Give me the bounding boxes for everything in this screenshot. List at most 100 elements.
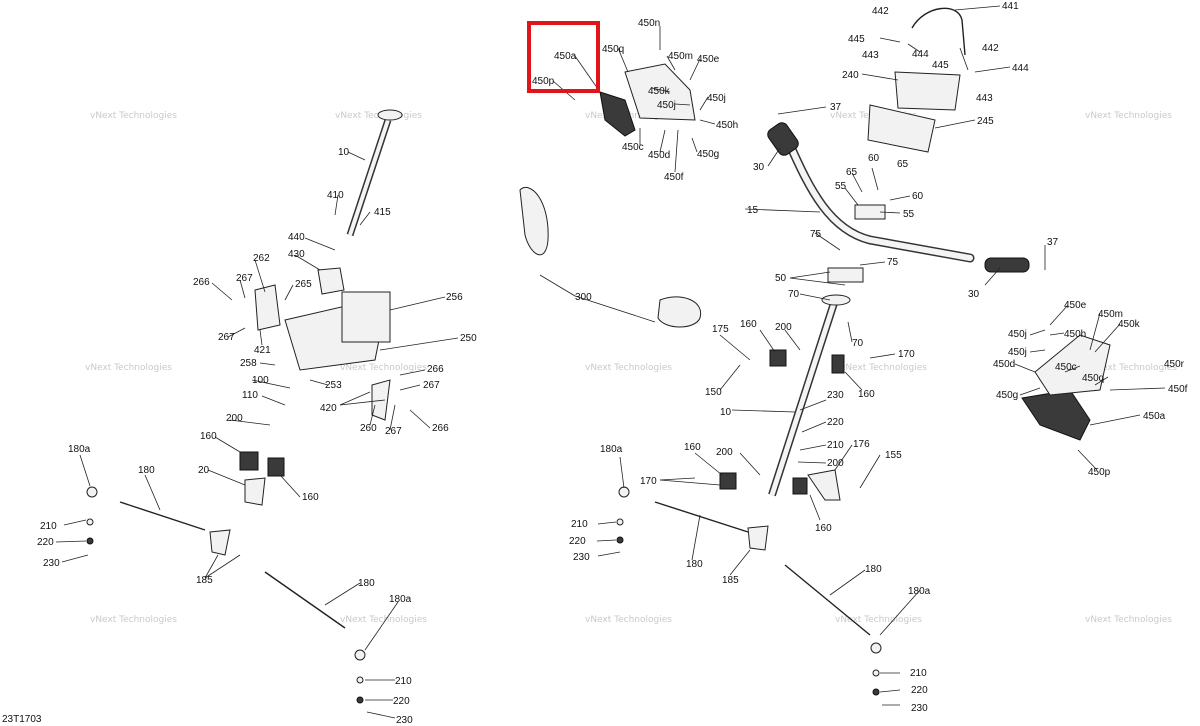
callout-label[interactable]: 265 bbox=[295, 279, 312, 290]
callout-label[interactable]: 155 bbox=[885, 450, 902, 461]
callout-label[interactable]: 450h bbox=[716, 120, 738, 131]
callout-label[interactable]: 170 bbox=[898, 349, 915, 360]
callout-label[interactable]: 176 bbox=[853, 439, 870, 450]
callout-label[interactable]: 65 bbox=[897, 159, 909, 170]
callout-label[interactable]: 160 bbox=[858, 389, 875, 400]
callout-label[interactable]: 450k bbox=[648, 86, 671, 97]
callout-label[interactable]: 20 bbox=[198, 465, 210, 476]
callout-label[interactable]: 220 bbox=[827, 417, 844, 428]
callout-label[interactable]: 420 bbox=[320, 403, 337, 414]
callout-label[interactable]: 445 bbox=[848, 34, 865, 45]
callout-label[interactable]: 100 bbox=[252, 375, 269, 386]
callout-label[interactable]: 160 bbox=[740, 319, 757, 330]
callout-label[interactable]: 450g bbox=[996, 390, 1018, 401]
callout-label[interactable]: 160 bbox=[302, 492, 319, 503]
callout-label[interactable]: 444 bbox=[1012, 63, 1029, 74]
callout-label[interactable]: 450e bbox=[1064, 300, 1087, 311]
callout-label[interactable]: 210 bbox=[40, 521, 57, 532]
callout-label[interactable]: 443 bbox=[976, 93, 993, 104]
callout-label[interactable]: 450f bbox=[1168, 384, 1188, 395]
callout-label[interactable]: 75 bbox=[810, 229, 822, 240]
callout-label[interactable]: 37 bbox=[830, 102, 842, 113]
callout-label[interactable]: 180a bbox=[389, 594, 412, 605]
callout-label[interactable]: 450p bbox=[1088, 467, 1111, 478]
callout-label[interactable]: 250 bbox=[460, 333, 477, 344]
callout-label[interactable]: 450c bbox=[622, 142, 644, 153]
callout-label[interactable]: 450k bbox=[1118, 319, 1141, 330]
callout-label[interactable]: 450a bbox=[1143, 411, 1166, 422]
callout-label[interactable]: 60 bbox=[868, 153, 880, 164]
callout-label[interactable]: 253 bbox=[325, 380, 342, 391]
callout-label[interactable]: 267 bbox=[385, 426, 402, 437]
callout-label[interactable]: 450e bbox=[697, 54, 720, 65]
callout-label[interactable]: 230 bbox=[573, 552, 590, 563]
callout-label[interactable]: 450p bbox=[532, 76, 555, 87]
callout-label[interactable]: 450j bbox=[1008, 347, 1027, 358]
callout-label[interactable]: 450d bbox=[993, 359, 1015, 370]
callout-label[interactable]: 450m bbox=[1098, 309, 1123, 320]
callout-label[interactable]: 450h bbox=[1064, 329, 1086, 340]
callout-label[interactable]: 230 bbox=[396, 715, 413, 726]
callout-label[interactable]: 450m bbox=[668, 51, 693, 62]
callout-label[interactable]: 267 bbox=[423, 380, 440, 391]
callout-label[interactable]: 421 bbox=[254, 345, 271, 356]
callout-label[interactable]: 220 bbox=[911, 685, 928, 696]
callout-label[interactable]: 230 bbox=[827, 390, 844, 401]
callout-label[interactable]: 180 bbox=[686, 559, 703, 570]
callout-label[interactable]: 220 bbox=[37, 537, 54, 548]
callout-label[interactable]: 200 bbox=[775, 322, 792, 333]
callout-label[interactable]: 266 bbox=[432, 423, 449, 434]
callout-label[interactable]: 160 bbox=[815, 523, 832, 534]
callout-label[interactable]: 10 bbox=[338, 147, 350, 158]
callout-label[interactable]: 450r bbox=[1164, 359, 1185, 370]
callout-label[interactable]: 230 bbox=[43, 558, 60, 569]
callout-label[interactable]: 440 bbox=[288, 232, 305, 243]
callout-label[interactable]: 443 bbox=[862, 50, 879, 61]
callout-label[interactable]: 410 bbox=[327, 190, 344, 201]
callout-label[interactable]: 266 bbox=[427, 364, 444, 375]
callout-label[interactable]: 30 bbox=[968, 289, 980, 300]
callout-label[interactable]: 37 bbox=[1047, 237, 1059, 248]
callout-label[interactable]: 180 bbox=[138, 465, 155, 476]
callout-label[interactable]: 210 bbox=[827, 440, 844, 451]
callout-label[interactable]: 30 bbox=[753, 162, 765, 173]
callout-label[interactable]: 240 bbox=[842, 70, 859, 81]
callout-label[interactable]: 180a bbox=[600, 444, 623, 455]
callout-label[interactable]: 175 bbox=[712, 324, 729, 335]
callout-label[interactable]: 245 bbox=[977, 116, 994, 127]
callout-label[interactable]: 450g bbox=[697, 149, 719, 160]
callout-label[interactable]: 55 bbox=[903, 209, 915, 220]
callout-label[interactable]: 267 bbox=[218, 332, 235, 343]
callout-label[interactable]: 210 bbox=[571, 519, 588, 530]
callout-label[interactable]: 415 bbox=[374, 207, 391, 218]
callout-label[interactable]: 258 bbox=[240, 358, 257, 369]
callout-label[interactable]: 266 bbox=[193, 277, 210, 288]
callout-label[interactable]: 300 bbox=[575, 292, 592, 303]
callout-label[interactable]: 220 bbox=[569, 536, 586, 547]
callout-label[interactable]: 210 bbox=[395, 676, 412, 687]
callout-label[interactable]: 450q bbox=[602, 44, 624, 55]
callout-label[interactable]: 220 bbox=[393, 696, 410, 707]
callout-label[interactable]: 450q bbox=[1082, 373, 1104, 384]
callout-label[interactable]: 210 bbox=[910, 668, 927, 679]
callout-label[interactable]: 450j bbox=[1008, 329, 1027, 340]
callout-label[interactable]: 200 bbox=[226, 413, 243, 424]
callout-label-highlighted[interactable]: 450a bbox=[554, 51, 577, 62]
callout-label[interactable]: 262 bbox=[253, 253, 270, 264]
callout-label[interactable]: 170 bbox=[640, 476, 657, 487]
callout-label[interactable]: 150 bbox=[705, 387, 722, 398]
callout-label[interactable]: 180a bbox=[68, 444, 91, 455]
callout-label[interactable]: 70 bbox=[788, 289, 800, 300]
callout-label[interactable]: 256 bbox=[446, 292, 463, 303]
callout-label[interactable]: 185 bbox=[196, 575, 213, 586]
callout-label[interactable]: 200 bbox=[716, 447, 733, 458]
callout-label[interactable]: 430 bbox=[288, 249, 305, 260]
callout-label[interactable]: 110 bbox=[242, 390, 258, 401]
callout-label[interactable]: 200 bbox=[827, 458, 844, 469]
callout-label[interactable]: 75 bbox=[887, 257, 899, 268]
callout-label[interactable]: 160 bbox=[684, 442, 701, 453]
callout-label[interactable]: 60 bbox=[912, 191, 924, 202]
callout-label[interactable]: 15 bbox=[747, 205, 759, 216]
callout-label[interactable]: 55 bbox=[835, 181, 847, 192]
callout-label[interactable]: 65 bbox=[846, 167, 858, 178]
